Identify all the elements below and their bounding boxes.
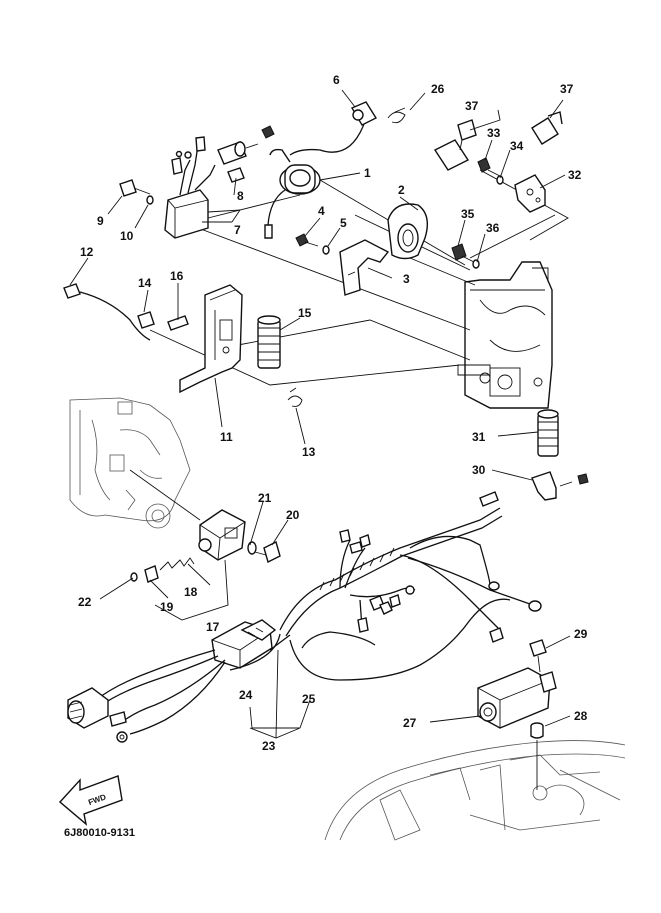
bolt-9 [119,179,151,197]
callout-34: 34 [510,139,524,153]
loop-lead-25 [289,598,511,681]
bracket-30 [531,471,589,501]
callout-6: 6 [333,73,340,87]
bottom-cowling-outline [324,740,626,841]
callout-32: 32 [568,168,582,182]
bracket-plate-11 [179,284,243,394]
rectifier-7 [164,136,216,239]
collar-28 [530,722,544,790]
callout-33: 33 [487,126,501,140]
spring-18 [159,557,195,571]
spring-15 [257,315,281,369]
callout-14: 14 [138,276,152,290]
plug-cap-37-left [433,119,477,171]
callout-12: 12 [80,245,94,259]
relay-17 [198,509,246,561]
callout-30: 30 [472,463,486,477]
sensor-lead-12 [63,283,151,341]
callout-15: 15 [298,306,312,320]
callout-28: 28 [574,709,588,723]
callout-7: 7 [234,223,241,237]
wire-harness-23 [279,491,542,643]
callout-24: 24 [239,688,253,702]
main-harness-plug [67,687,109,729]
callout-31: 31 [472,430,486,444]
bolt-4 [295,233,319,247]
plug-cap-6 [289,101,378,156]
callout-17: 17 [206,620,220,634]
bolt-20 [254,540,281,564]
fwd-arrow-icon: FWD [58,775,123,826]
callout-13: 13 [302,445,316,459]
callout-23: 23 [262,739,276,753]
clip-13 [287,387,303,407]
bracket-3 [339,239,390,296]
switch-module-27 [477,667,557,729]
bolt-14 [137,311,155,329]
callout-37-right: 37 [560,82,574,96]
callout-16: 16 [170,269,184,283]
spring-31 [537,409,559,457]
callout-9: 9 [97,214,104,228]
callout-3: 3 [403,272,410,286]
callout-5: 5 [340,216,347,230]
callout-26: 26 [431,82,445,96]
callout-27: 27 [403,716,417,730]
callout-19: 19 [160,600,174,614]
engine-block-outline [69,397,191,529]
washer-36 [472,259,480,269]
callout-8: 8 [237,189,244,203]
ignition-coil-1 [264,148,321,239]
callout-37-left: 37 [465,99,479,113]
callout-1: 1 [364,166,371,180]
callout-20: 20 [286,508,300,522]
callout-leaders [69,89,571,739]
washer-5 [322,245,330,255]
terminal-32 [514,174,546,213]
ring-terminal-left [109,711,128,743]
callout-2: 2 [398,183,405,197]
washer-34 [496,175,504,185]
callout-29: 29 [574,627,588,641]
bolt-29 [529,639,547,673]
nut-22 [130,572,138,582]
callout-22: 22 [78,595,92,609]
callout-4: 4 [318,204,325,218]
coil-sleeve-2 [387,203,428,260]
clamp-26 [387,107,406,124]
callout-35: 35 [461,207,475,221]
connector-24 [95,619,291,735]
callout-21: 21 [258,491,272,505]
callout-numbers: 1 2 3 4 5 6 7 8 9 10 11 12 13 14 15 16 1… [78,73,588,753]
connector-8 [217,125,275,183]
callout-36: 36 [486,221,500,235]
drawing-code: 6J80010-9131 [64,827,135,839]
pin-16 [167,315,189,331]
washer-10 [146,195,154,205]
ignition-bracket [457,261,553,409]
callout-25: 25 [302,692,316,706]
callout-10: 10 [120,229,134,243]
plug-cap-37-right [531,111,563,145]
washer-21 [247,541,257,555]
bolt-35 [451,243,475,263]
callout-18: 18 [184,585,198,599]
bolt-33 [477,157,501,177]
collar-19 [144,565,159,583]
callout-11: 11 [220,430,233,444]
